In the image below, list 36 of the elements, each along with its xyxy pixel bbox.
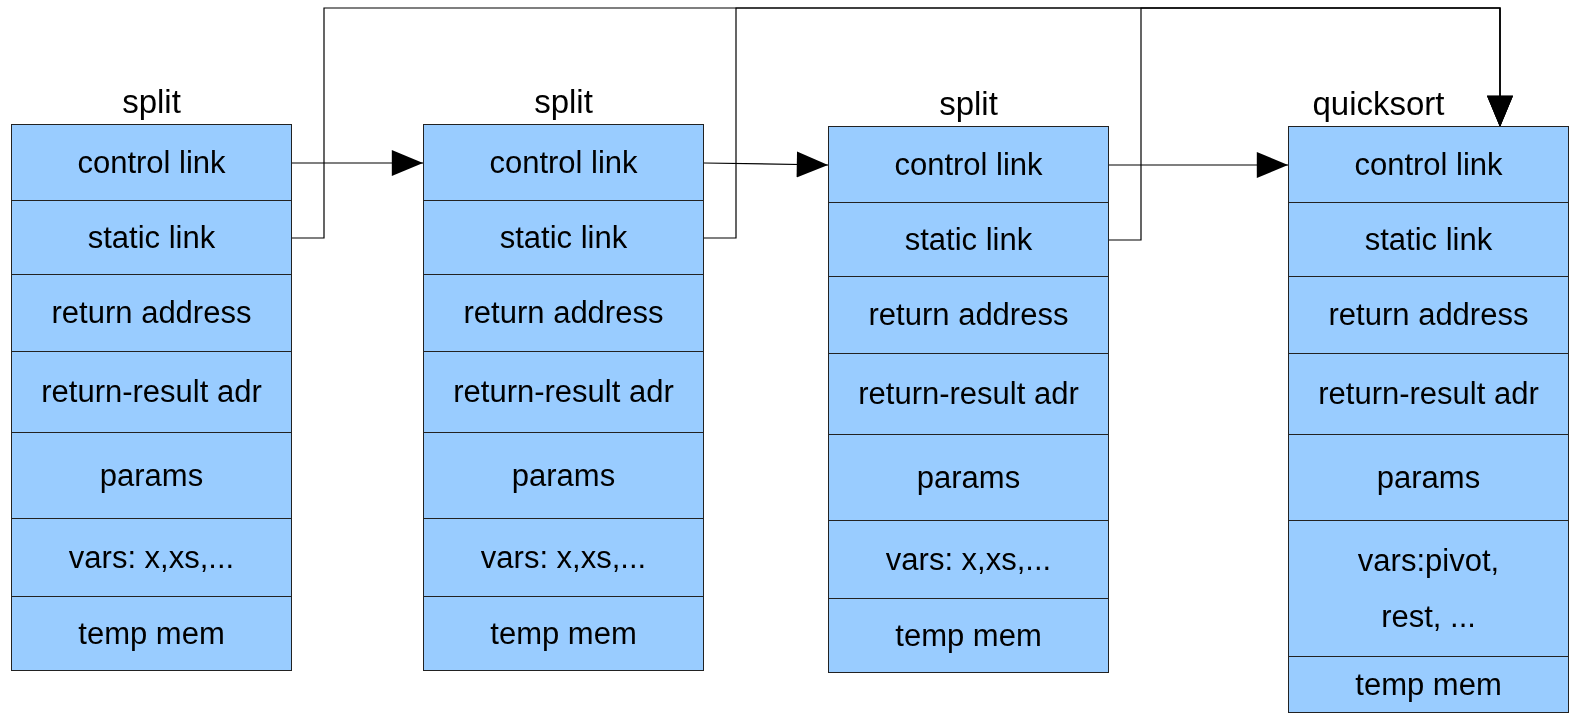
stack-cell: temp mem (828, 598, 1109, 673)
stack-cell: params (828, 434, 1109, 521)
arrow (703, 151, 829, 178)
stack-cell: temp mem (1288, 656, 1569, 713)
stack-cell: control link (423, 124, 704, 201)
stack-cell: temp mem (11, 596, 292, 671)
frame-title: split (533, 82, 594, 122)
stack-cell: control link (11, 124, 292, 201)
stack-cell: static link (828, 202, 1109, 277)
stack-cell: params (11, 432, 292, 519)
stack-cell: return-result adr (828, 353, 1109, 435)
stack-cell: params (1288, 434, 1569, 521)
stack-cell: control link (1288, 126, 1569, 203)
frame-title: quicksort (1311, 84, 1446, 124)
stack-cell: return address (11, 274, 292, 352)
stack-cell: vars: x,xs,... (828, 520, 1109, 599)
stack-cell: return-result adr (1288, 353, 1569, 435)
stack-cell: params (423, 432, 704, 519)
frame-title: split (121, 82, 182, 122)
stack-cell: vars: x,xs,... (423, 518, 704, 597)
stack-cell: return-result adr (11, 351, 292, 433)
frame-title: split (938, 84, 999, 124)
arrow (1108, 7, 1513, 241)
stack-cell: return address (828, 276, 1109, 354)
stack-cell: return address (423, 274, 704, 352)
stack-cell: vars: x,xs,... (11, 518, 292, 597)
stack-cell: return address (1288, 276, 1569, 354)
arrow (1108, 152, 1289, 178)
stack-cell: vars:pivot, rest, ... (1288, 520, 1569, 657)
stack-cell: return-result adr (423, 351, 704, 433)
stack-cell: static link (423, 200, 704, 275)
stack-cell: control link (828, 126, 1109, 203)
stack-cell: temp mem (423, 596, 704, 671)
stack-cell: static link (1288, 202, 1569, 277)
arrow (291, 150, 424, 176)
stack-cell: static link (11, 200, 292, 275)
